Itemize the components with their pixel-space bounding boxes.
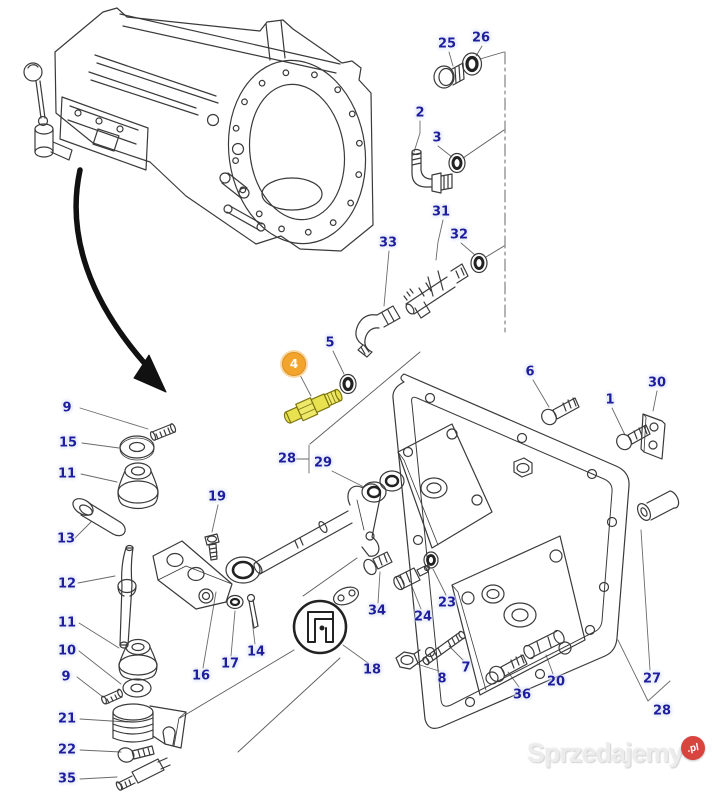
dowel-pin	[636, 490, 680, 521]
part-5-o-ring	[339, 373, 357, 395]
part-35-threaded-fitting	[115, 757, 171, 791]
part-29-seals	[361, 470, 405, 503]
watermark-text: Sprzedajemy	[527, 738, 684, 768]
part-9-spring-pin-bottom	[101, 688, 123, 705]
part-32-o-ring	[470, 252, 488, 274]
shift-shaft-and-fork	[225, 483, 382, 584]
part-33-elbow-fitting	[355, 305, 401, 358]
part-6-bolt	[541, 397, 580, 426]
part-25-plug	[433, 62, 465, 89]
part-7-stud	[422, 630, 466, 666]
part-4-sensor-switch-highlighted	[283, 388, 343, 424]
part-12-lever-shaft	[117, 544, 137, 649]
part-10-washer	[122, 678, 152, 698]
part-9-spring-pin-top	[149, 423, 177, 441]
shift-cover-plate	[332, 373, 630, 729]
pointer-arrow	[73, 167, 167, 393]
part-30-retainer-plate	[640, 413, 666, 460]
part-11-boot-top	[117, 462, 159, 510]
part-13-clevis-pin	[72, 498, 126, 537]
part-21-bracket	[112, 703, 187, 749]
sealant-symbol-circle-18	[292, 599, 348, 655]
part-22-bolt	[117, 745, 155, 763]
watermark: Sprzedajemy .pl	[527, 734, 707, 769]
part-15-washer	[119, 435, 155, 461]
part-36-bolt	[489, 654, 528, 683]
part-19-screw	[204, 533, 220, 561]
part-17-washer	[226, 594, 244, 610]
part-2-elbow-fitting	[411, 148, 453, 194]
part-26-seal-washer	[461, 52, 483, 76]
phantom-lines	[179, 51, 506, 753]
watermark-pl-text: .pl	[685, 741, 700, 755]
part-34-fitting	[363, 551, 393, 576]
part-23-o-ring	[423, 551, 439, 569]
part-20-spacer	[523, 629, 565, 660]
part-3-o-ring	[448, 152, 466, 174]
part-16-shift-block	[152, 540, 233, 610]
part-31-tee-fitting	[403, 263, 469, 319]
transmission-housing	[23, 7, 374, 252]
part-8-nut	[395, 649, 425, 670]
leader-lines	[74, 45, 671, 780]
part-14-cotter-pin	[246, 593, 259, 629]
part-11-boot-bottom	[118, 638, 158, 681]
